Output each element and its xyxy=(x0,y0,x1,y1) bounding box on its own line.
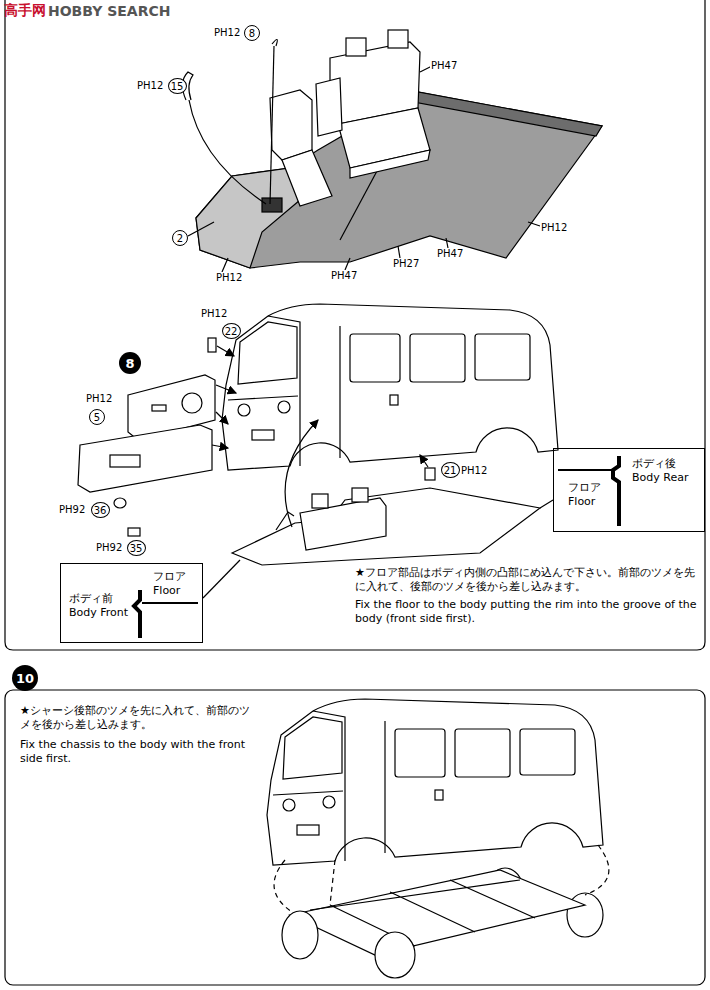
callout-number: 21 xyxy=(441,462,460,478)
callout-number: 2 xyxy=(172,230,188,246)
callout-number: 35 xyxy=(127,540,146,556)
callout-text: 8 xyxy=(125,356,134,371)
detail-inset: ボディ後 Body Rear フロア Floor xyxy=(553,448,705,532)
inset-label: ボディ前 Body Front xyxy=(69,592,135,620)
paint-code: PH47 xyxy=(436,248,464,261)
callout-text: 8 xyxy=(249,28,255,39)
paint-code: PH27 xyxy=(392,258,420,271)
paint-code: PH12 xyxy=(460,465,488,478)
callout-number: 36 xyxy=(91,502,110,518)
paint-code: PH47 xyxy=(430,60,458,73)
callout-text: 21 xyxy=(444,465,457,476)
inset-label: フロア Floor xyxy=(153,570,193,598)
section-frame xyxy=(5,0,705,650)
callout-number: 22 xyxy=(222,323,241,339)
chassis xyxy=(274,845,609,978)
paint-code: PH12 xyxy=(85,393,113,406)
parts xyxy=(78,338,553,598)
callout-text: 2 xyxy=(177,233,183,244)
callout-text: 5 xyxy=(94,412,100,423)
callout-number: 8 xyxy=(244,25,260,41)
callout-text: 10 xyxy=(16,671,34,686)
section-frame xyxy=(5,690,705,985)
inset-label: ボディ後 Body Rear xyxy=(632,457,698,485)
watermark: HOBBY SEARCH xyxy=(48,3,170,21)
detail-inset: フロア Floor ボディ前 Body Front xyxy=(60,563,203,643)
note: Fix the chassis to the body with the fro… xyxy=(20,738,260,766)
van-body xyxy=(222,304,558,470)
paint-code: PH92 xyxy=(95,542,123,555)
paint-code: PH12 xyxy=(540,222,568,235)
paint-code: PH47 xyxy=(330,270,358,283)
paint-code: PH92 xyxy=(58,504,86,517)
step-number: 10 xyxy=(12,665,38,691)
floor-illustration xyxy=(182,30,602,272)
callout-text: 15 xyxy=(171,81,184,92)
paint-code: PH12 xyxy=(213,27,241,40)
callout-text: 35 xyxy=(130,543,143,554)
note: ★フロア部品はボディ内側の凸部にめ込んで下さい。前部のツメを先に入れて、後部のツ… xyxy=(355,566,700,594)
watermark-logo: 高手网 xyxy=(4,2,46,20)
callout-number: 15 xyxy=(168,78,187,94)
paint-code: PH12 xyxy=(215,272,243,285)
note: ★シャーシ後部のツメを先に入れて、前部のツメを後から差し込みます。 xyxy=(20,704,260,732)
van-body xyxy=(267,699,603,865)
inset-label: フロア Floor xyxy=(568,481,608,509)
callout-text: 36 xyxy=(94,505,107,516)
paint-code: PH12 xyxy=(200,308,228,321)
callout-text: 22 xyxy=(225,326,238,337)
note: Fix the floor to the body putting the ri… xyxy=(355,598,700,626)
paint-code: PH12 xyxy=(136,80,164,93)
callout-number: 5 xyxy=(89,409,105,425)
step-number: 8 xyxy=(119,352,141,374)
